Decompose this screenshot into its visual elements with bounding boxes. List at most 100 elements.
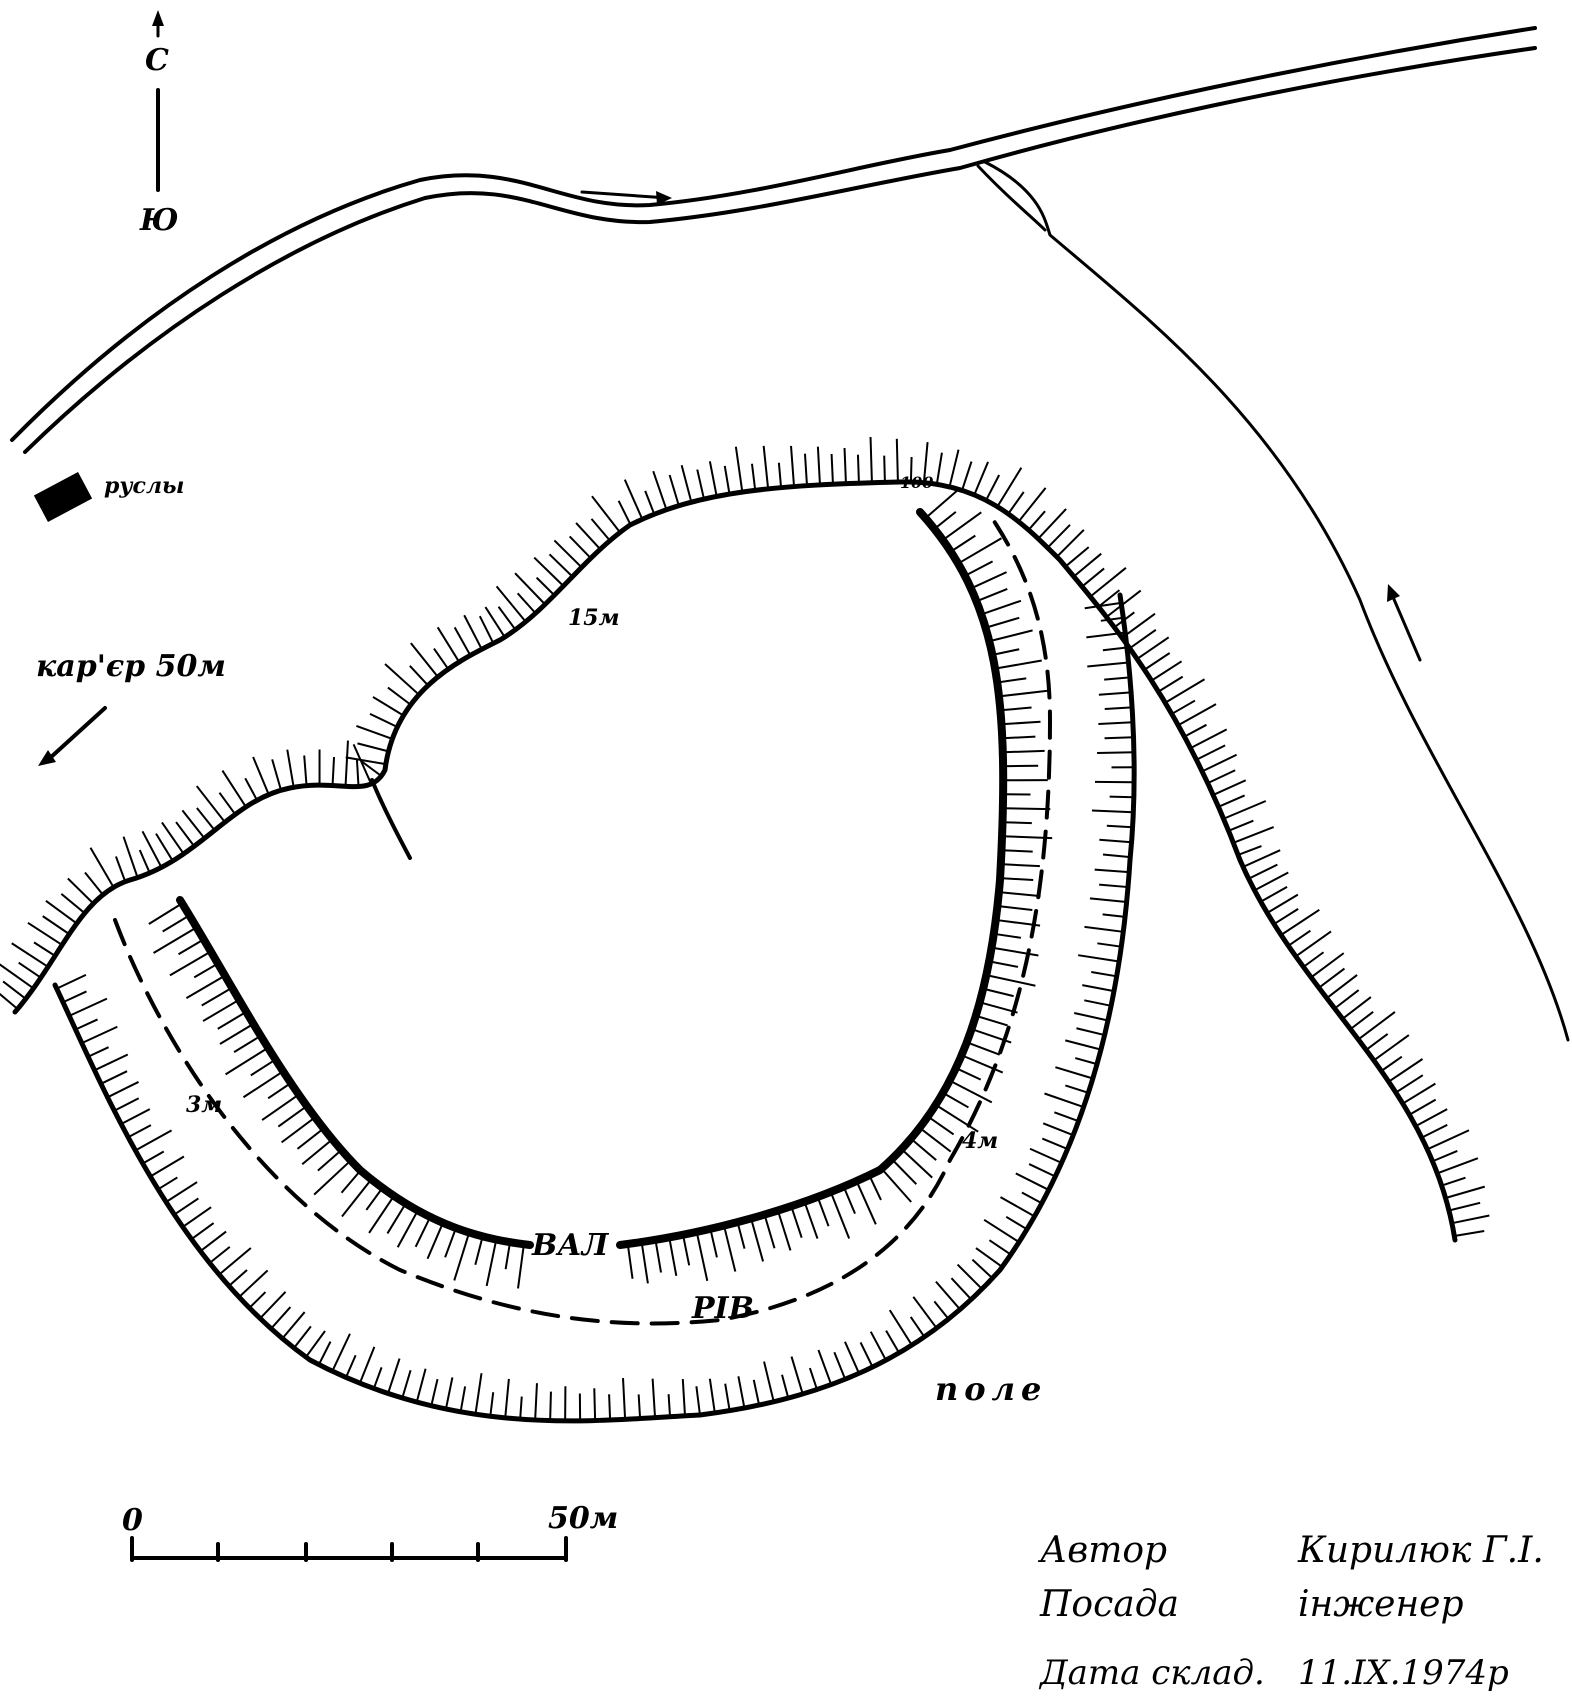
- hachure-mark: [201, 986, 233, 1007]
- hachure-mark: [218, 1247, 252, 1276]
- hachure-mark: [56, 973, 87, 990]
- hachure-mark: [1451, 1214, 1490, 1225]
- hachure-mark: [1248, 863, 1278, 880]
- hachure-mark: [1334, 989, 1360, 1010]
- hachure-mark: [1104, 706, 1133, 710]
- hachure-mark: [651, 1378, 657, 1418]
- hachure-mark: [842, 1186, 856, 1215]
- hachure-mark: [296, 1127, 325, 1150]
- hachure-mark: [750, 463, 757, 491]
- hachure-mark: [161, 821, 185, 855]
- hachure-mark: [1287, 929, 1311, 947]
- hachure-mark: [695, 1386, 701, 1416]
- hachure-mark: [218, 792, 237, 815]
- hachure-mark: [426, 1222, 444, 1260]
- hachure-mark: [142, 1150, 165, 1165]
- hachure-mark: [1157, 675, 1184, 693]
- hachure-mark: [1000, 706, 1032, 712]
- hachure-mark: [803, 453, 808, 486]
- hachure-mark: [242, 1070, 284, 1099]
- hachure-mark: [1164, 678, 1206, 704]
- rampart-label: ВАЛ: [531, 1228, 610, 1263]
- hachure-mark: [107, 1081, 139, 1099]
- hachure-mark: [516, 592, 537, 614]
- hachure-mark: [1454, 1230, 1485, 1237]
- hachure-mark: [519, 1396, 523, 1420]
- height-top-label: 100: [900, 473, 933, 492]
- hachure-mark: [1001, 720, 1041, 726]
- hachure-mark: [989, 629, 1033, 643]
- hachure-mark: [1081, 567, 1105, 588]
- quarry-arrow-icon: [38, 706, 107, 766]
- hachure-mark: [1084, 999, 1112, 1007]
- author-label: Автор: [1037, 1530, 1167, 1571]
- hachure-mark: [708, 1378, 716, 1414]
- hachure-mark: [919, 1127, 952, 1153]
- hachure-mark: [305, 1330, 326, 1358]
- hachure-mark: [317, 1341, 332, 1366]
- hachure-mark: [517, 1244, 525, 1289]
- hachure-mark: [1017, 487, 1047, 523]
- hachure-mark: [313, 1159, 352, 1196]
- hachure-mark: [957, 537, 1002, 565]
- plateau-scarp-hatching: [0, 436, 1490, 1237]
- hachure-mark: [42, 915, 70, 935]
- outer-slope-hatching: [56, 601, 1135, 1421]
- hachure-mark: [568, 535, 592, 559]
- hachure-mark: [1365, 1033, 1389, 1051]
- hachure-mark: [1097, 942, 1122, 948]
- hachure-mark: [267, 1082, 292, 1100]
- hachure-mark: [1448, 1201, 1481, 1212]
- hachure-mark: [708, 461, 718, 497]
- hachure-mark: [1280, 908, 1320, 936]
- hachure-mark: [856, 454, 860, 484]
- hachure-mark: [202, 998, 240, 1022]
- hachure-mark: [280, 1116, 316, 1144]
- hachure-mark: [608, 1394, 612, 1421]
- hachure-mark: [368, 1195, 395, 1234]
- hachure-mark: [985, 616, 1020, 629]
- hachure-mark: [975, 1247, 1003, 1268]
- hachure-mark: [935, 1280, 961, 1311]
- hachure-mark: [1326, 974, 1358, 999]
- hachure-mark: [217, 1010, 247, 1030]
- hachure-mark: [909, 1316, 926, 1338]
- hachure-mark: [303, 755, 308, 786]
- hachure-mark: [355, 759, 360, 787]
- hachure-mark: [430, 1378, 439, 1407]
- hachure-mark: [1109, 795, 1134, 799]
- hachure-mark: [883, 455, 886, 483]
- hachure-mark: [1076, 1027, 1105, 1037]
- hachure-mark: [415, 1368, 427, 1403]
- hachure-mark: [409, 665, 429, 687]
- hachure-mark: [436, 626, 460, 663]
- hachure-mark: [1091, 809, 1134, 814]
- hachure-mark: [924, 488, 960, 519]
- hachure-mark: [401, 1369, 412, 1399]
- hachure-mark: [640, 1241, 649, 1284]
- hachure-mark: [94, 1053, 129, 1072]
- hachure-mark: [504, 1241, 512, 1270]
- hachure-mark: [1212, 779, 1247, 796]
- hachure-mark: [182, 1206, 212, 1228]
- hachure-mark: [410, 642, 439, 678]
- hachure-mark: [356, 724, 393, 740]
- hachure-mark: [301, 1138, 334, 1165]
- hachure-mark: [829, 1191, 851, 1239]
- hachure-mark: [250, 1058, 277, 1077]
- hachure-mark: [1094, 868, 1130, 874]
- hachure-mark: [474, 1373, 483, 1415]
- hachure-mark: [1002, 749, 1045, 754]
- hachure-mark: [75, 1018, 98, 1031]
- hachure-mark: [1102, 913, 1126, 918]
- outer-slope-line: [52, 592, 1137, 1424]
- hachure-mark: [149, 1155, 185, 1178]
- hachure-mark: [989, 960, 1019, 968]
- hachure-mark: [970, 571, 1007, 590]
- hachure-mark: [623, 479, 644, 520]
- hachure-mark: [869, 1331, 887, 1361]
- flow-arrow-icon: [580, 190, 672, 205]
- scale-start-label: 0: [122, 1503, 143, 1538]
- hachure-mark: [961, 461, 973, 491]
- hachure-mark: [996, 467, 1023, 508]
